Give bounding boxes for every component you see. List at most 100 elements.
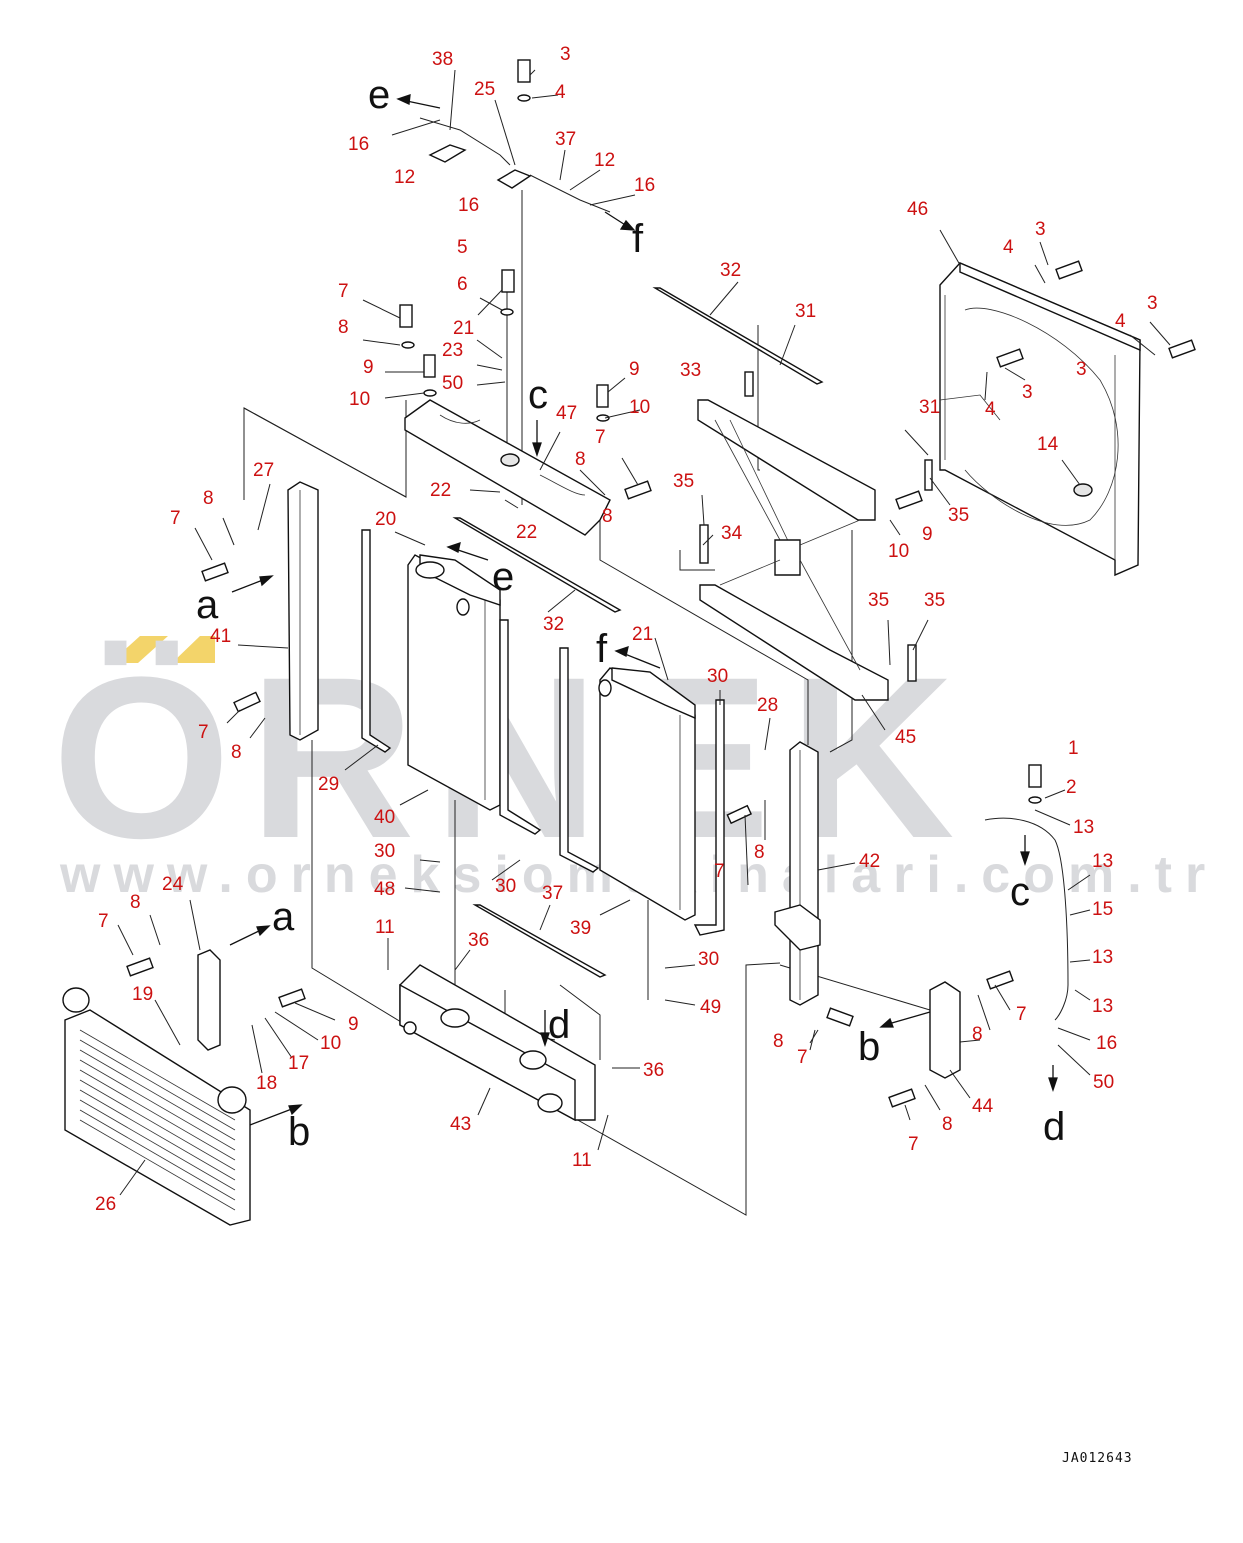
callout-number: 8 bbox=[338, 317, 349, 338]
callout-number: 19 bbox=[132, 984, 153, 1005]
callout-number: 8 bbox=[754, 842, 765, 863]
oil-cooler bbox=[598, 667, 696, 921]
callout-number: 8 bbox=[130, 892, 141, 913]
callout-number: 10 bbox=[349, 389, 370, 410]
callout-number: 40 bbox=[374, 807, 395, 828]
parts bbox=[62, 59, 1196, 1226]
callout-number: 1 bbox=[1068, 738, 1079, 759]
callout-number: 11 bbox=[572, 1150, 592, 1171]
callout-number: 7 bbox=[714, 861, 725, 882]
callout-number: 12 bbox=[594, 150, 615, 171]
callout-number: 7 bbox=[797, 1047, 808, 1068]
callout-number: 12 bbox=[394, 167, 415, 188]
watermark-umlaut-right bbox=[172, 636, 215, 663]
callout-number: 34 bbox=[721, 523, 743, 544]
boundary-line bbox=[559, 962, 781, 1216]
top-bracket bbox=[404, 399, 611, 536]
callout-number: 5 bbox=[457, 237, 468, 258]
callout-number: 32 bbox=[543, 614, 564, 635]
callout-number: 30 bbox=[698, 949, 719, 970]
connector-letter-b: b bbox=[858, 1025, 880, 1069]
upper-frame bbox=[652, 287, 889, 701]
callout-number: 9 bbox=[363, 357, 374, 378]
bottom-tank bbox=[399, 964, 596, 1122]
callout-number: 4 bbox=[555, 82, 566, 103]
callout-number: 8 bbox=[575, 449, 586, 470]
callout-number: 49 bbox=[700, 997, 721, 1018]
bracket-46 bbox=[929, 981, 961, 1079]
callout-number: 41 bbox=[210, 626, 231, 647]
connector-letter-a: a bbox=[272, 895, 295, 939]
callout-number: 4 bbox=[985, 399, 996, 420]
callout-number: 44 bbox=[972, 1096, 994, 1117]
callout-number: 24 bbox=[162, 874, 184, 895]
callout-number: 4 bbox=[1115, 311, 1126, 332]
callout-number: 21 bbox=[632, 624, 653, 645]
callout-number: 32 bbox=[720, 260, 741, 281]
callout-number: 14 bbox=[1037, 434, 1059, 455]
callout-number: 7 bbox=[338, 281, 349, 302]
connector-letter-c: c bbox=[528, 373, 548, 417]
callout-number: 11 bbox=[375, 917, 395, 938]
boundary-line bbox=[243, 400, 407, 498]
callout-number: 13 bbox=[1092, 947, 1113, 968]
callout-number: 17 bbox=[288, 1053, 309, 1074]
fasteners bbox=[126, 59, 1196, 1108]
callout-number: 4 bbox=[1003, 237, 1014, 258]
callout-number: 50 bbox=[1093, 1072, 1114, 1093]
callout-number: 31 bbox=[919, 397, 940, 418]
callout-number: 31 bbox=[795, 301, 816, 322]
callout-number: 22 bbox=[516, 522, 537, 543]
callout-number: 36 bbox=[468, 930, 489, 951]
callout-number: 45 bbox=[895, 727, 916, 748]
callout-number: 48 bbox=[374, 879, 395, 900]
callout-number: 9 bbox=[922, 524, 933, 545]
callout-number: 37 bbox=[555, 129, 576, 150]
seal-strips bbox=[361, 517, 725, 978]
connector-letter-c: c bbox=[1010, 870, 1030, 914]
callout-number: 8 bbox=[942, 1114, 953, 1135]
connector-letter-d: d bbox=[1043, 1105, 1065, 1149]
callout-number: 30 bbox=[374, 841, 395, 862]
callout-number: 8 bbox=[231, 742, 242, 763]
callout-number: 3 bbox=[1022, 382, 1033, 403]
boundary-line bbox=[599, 515, 809, 745]
callout-number: 7 bbox=[1016, 1004, 1027, 1025]
side-bracket-right bbox=[774, 741, 821, 1006]
aftercooler bbox=[62, 987, 251, 1226]
callout-number: 27 bbox=[253, 460, 274, 481]
callout-number: 23 bbox=[442, 340, 463, 361]
callout-number: 26 bbox=[95, 1194, 116, 1215]
callout-number: 16 bbox=[348, 134, 369, 155]
connector-letter-b: b bbox=[288, 1110, 310, 1154]
callout-number: 8 bbox=[203, 488, 214, 509]
callout-number: 13 bbox=[1092, 851, 1113, 872]
callout-number: 13 bbox=[1073, 817, 1094, 838]
aftercooler-fins bbox=[79, 1029, 236, 1211]
callout-number: 7 bbox=[98, 911, 109, 932]
callout-number: 16 bbox=[458, 195, 479, 216]
drawing-code: JA012643 bbox=[1062, 1451, 1133, 1466]
connector-letter-e: e bbox=[368, 73, 390, 117]
boundary-line bbox=[679, 550, 715, 571]
callout-number: 3 bbox=[560, 44, 571, 65]
boundary-line bbox=[311, 740, 407, 1026]
clamp-26 bbox=[496, 169, 532, 189]
watermark-umlaut-left bbox=[110, 636, 168, 663]
callout-number: 16 bbox=[634, 175, 655, 196]
radiator bbox=[407, 554, 501, 811]
callout-number: 7 bbox=[170, 508, 181, 529]
callout-number: 8 bbox=[602, 506, 613, 527]
callout-number: 9 bbox=[629, 359, 640, 380]
callout-number: 35 bbox=[924, 590, 945, 611]
connector-letter-e: e bbox=[492, 555, 514, 599]
callout-number: 29 bbox=[318, 774, 339, 795]
connection-letters: e e f f c c a a b b d d bbox=[196, 73, 1065, 1154]
breather-wire-e bbox=[419, 117, 511, 166]
breather-wire-f bbox=[529, 174, 611, 213]
callout-number: 15 bbox=[1092, 899, 1113, 920]
boundary-line bbox=[829, 530, 853, 753]
fan-shroud bbox=[939, 261, 1141, 577]
callout-number: 33 bbox=[680, 360, 701, 381]
